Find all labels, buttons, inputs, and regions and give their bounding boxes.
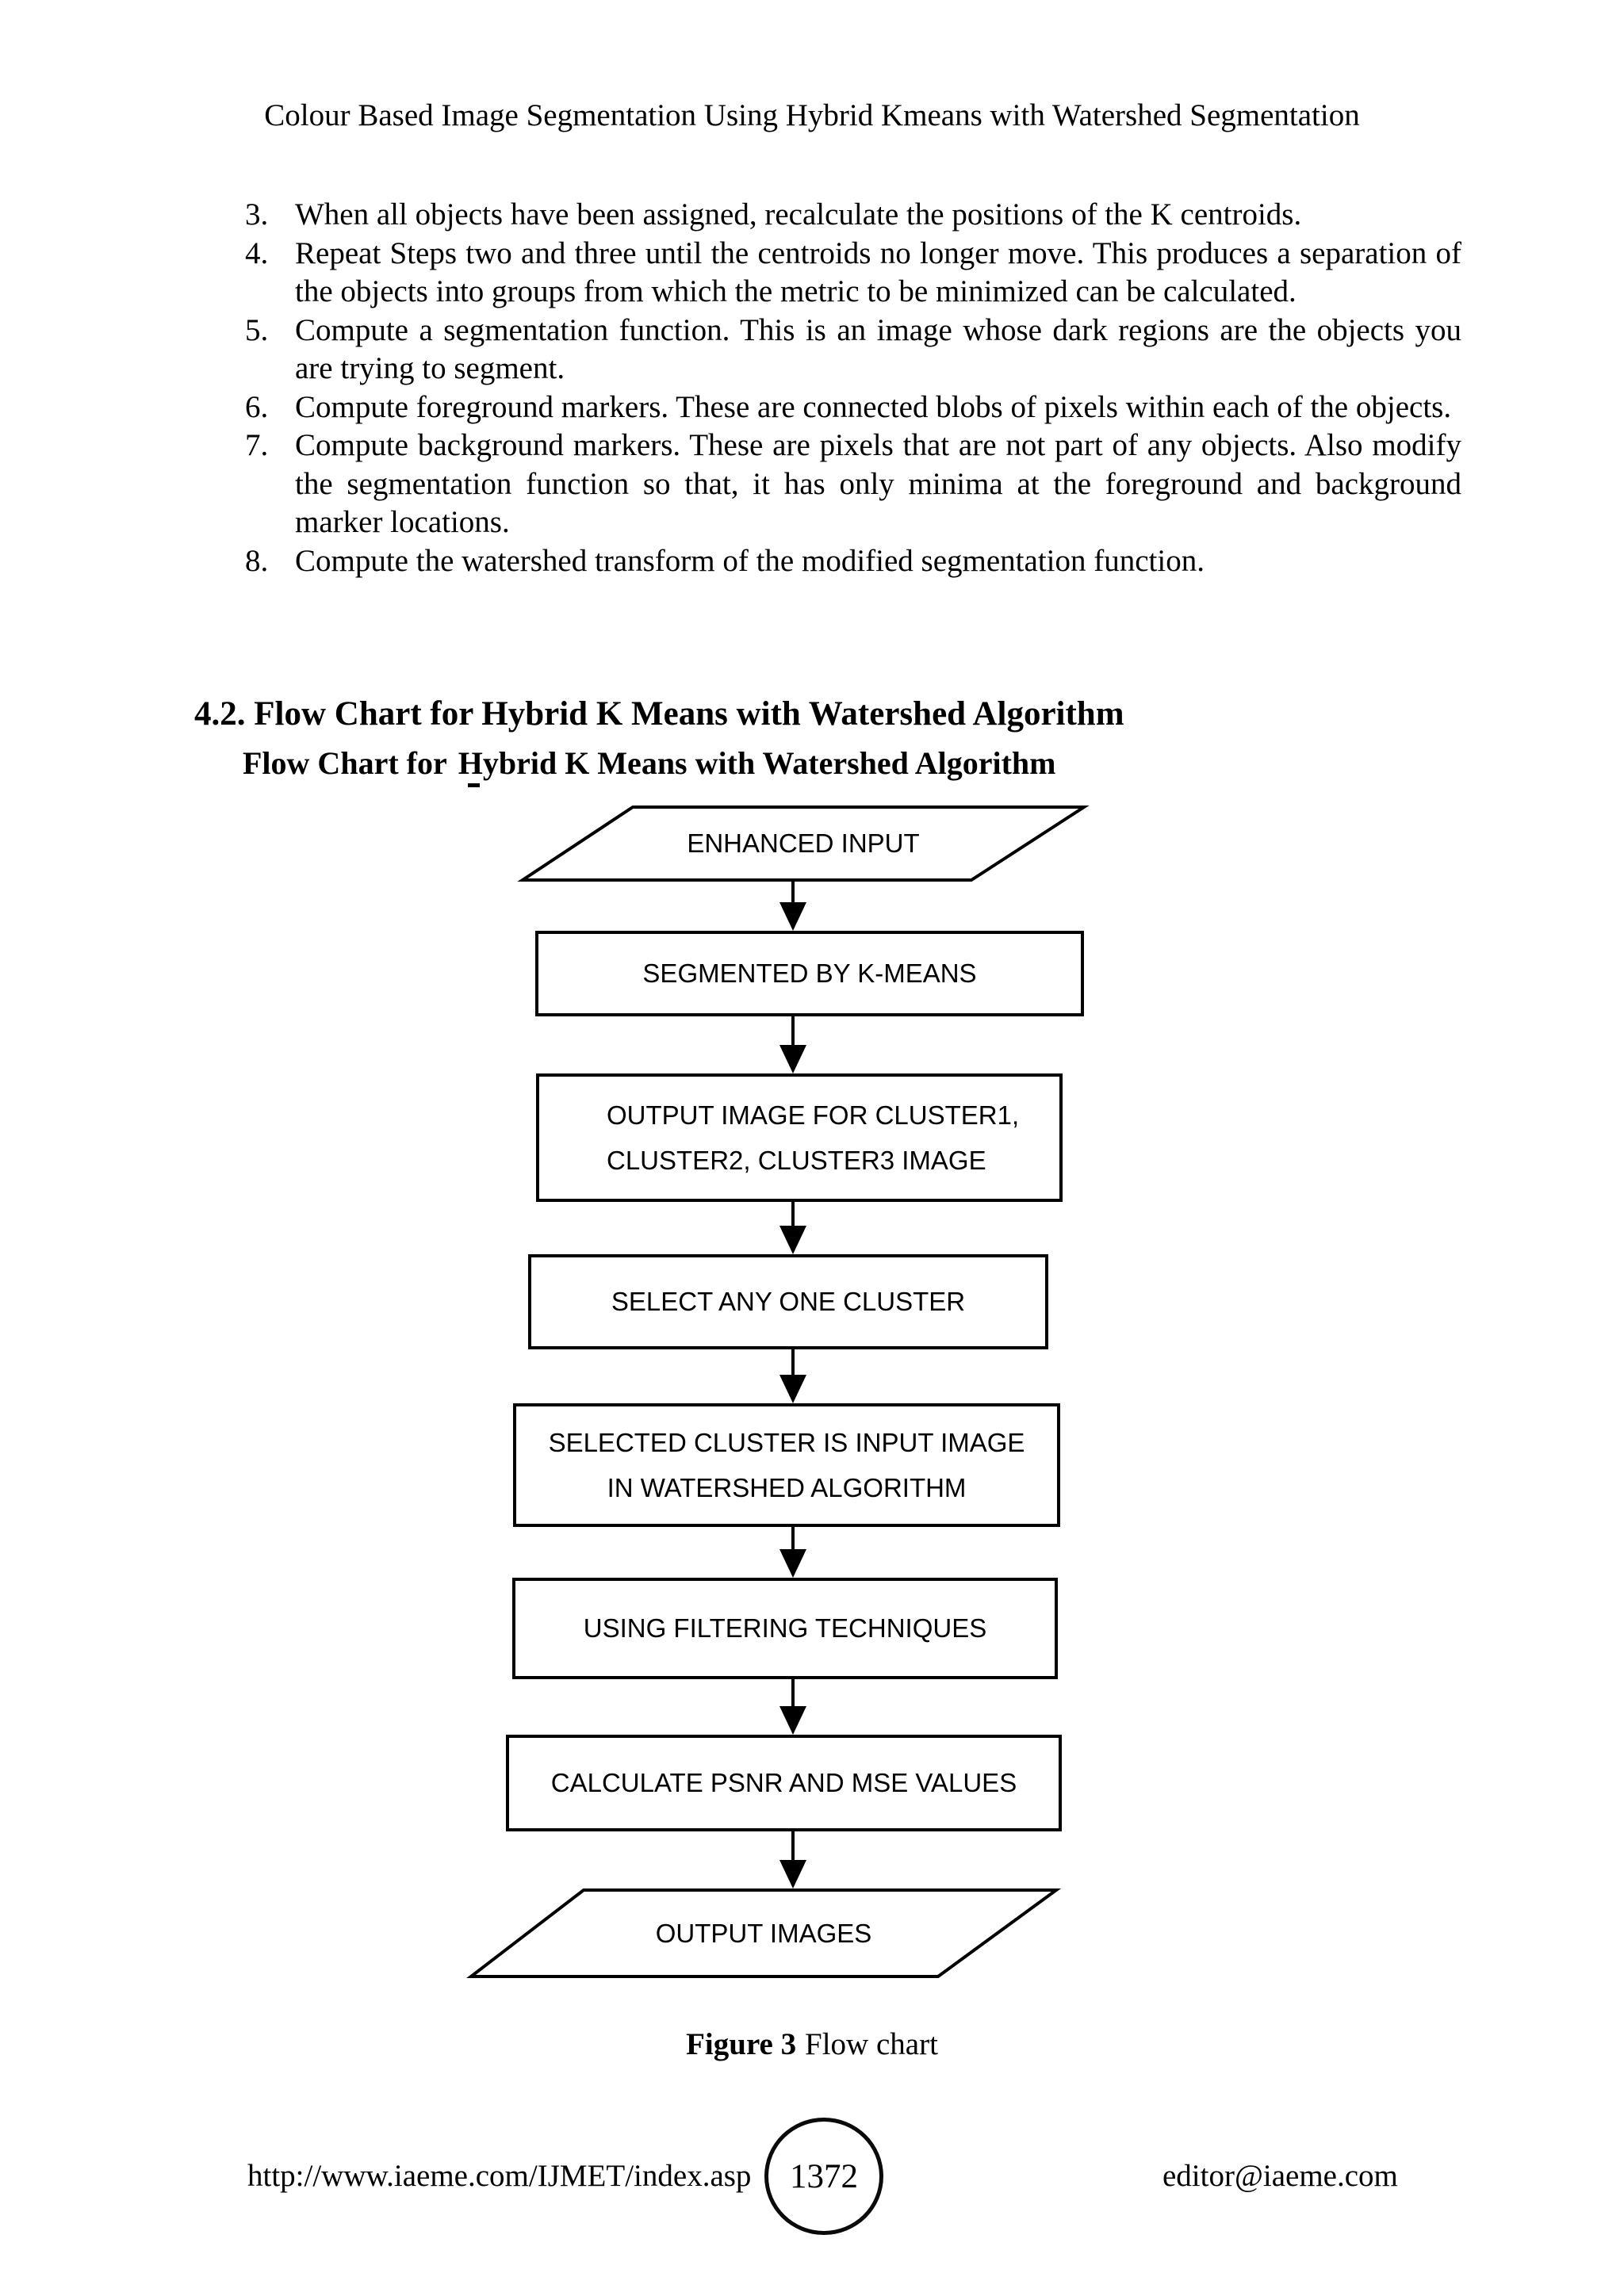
rect-selected-cluster-watershed [513, 1403, 1060, 1527]
list-item-number: 6. [245, 389, 269, 424]
flowchart-subtitle: Flow Chart for Hybrid K Means with Waters… [243, 744, 1056, 787]
flowchart-figure: ENHANCED INPUT SEGMENTED BY K-MEANS OUTP… [396, 793, 1189, 1982]
list-item-text: Compute foreground markers. These are co… [295, 389, 1452, 424]
list-item-text: Repeat Steps two and three until the cen… [295, 235, 1461, 309]
list-item: 6. Compute foreground markers. These are… [245, 388, 1461, 427]
list-item-number: 4. [245, 235, 269, 270]
node-select-any-one-cluster: SELECT ANY ONE CLUSTER [611, 1287, 966, 1316]
list-item-text: When all objects have been assigned, rec… [295, 197, 1302, 232]
list-item-number: 3. [245, 197, 269, 232]
subtitle-part1: Flow Chart for [243, 745, 447, 781]
flow-arrowhead-4 [779, 1375, 806, 1403]
rect-select-any-one-cluster [528, 1254, 1048, 1349]
node-selected-cluster-watershed: SELECTED CLUSTER IS INPUT IMAGE IN WATER… [515, 1405, 1059, 1525]
parallelogram-output-images [466, 1888, 1062, 1978]
flowchart-shapes [466, 806, 1090, 1978]
parallelogram-enhanced-input [517, 806, 1090, 882]
rect-using-filtering-techniques [512, 1578, 1058, 1679]
flow-arrowhead-1 [779, 902, 806, 931]
node-line: SELECTED CLUSTER IS INPUT IMAGE [548, 1428, 1025, 1457]
list-item: 7. Compute background markers. These are… [245, 427, 1461, 542]
numbered-list: 3. When all objects have been assigned, … [245, 196, 1461, 580]
running-title: Colour Based Image Segmentation Using Hy… [264, 98, 1360, 132]
flow-arrowhead-5 [779, 1549, 806, 1578]
rect-output-image-clusters [536, 1073, 1063, 1202]
list-item-number: 5. [245, 312, 269, 347]
list-item: 8. Compute the watershed transform of th… [245, 542, 1461, 581]
list-item-text: Compute background markers. These are pi… [295, 428, 1461, 539]
node-output-images: OUTPUT IMAGES [655, 1918, 872, 1948]
flow-arrowhead-2 [779, 1045, 806, 1073]
page-number: 1372 [790, 2157, 858, 2195]
list-item-number: 8. [245, 543, 269, 578]
rect-segmented-by-kmeans [535, 931, 1084, 1016]
flow-arrowhead-7 [779, 1860, 806, 1888]
node-line: IN WATERSHED ALGORITHM [607, 1473, 967, 1502]
subtitle-part2: Hybrid K Means with Watershed Algorithm [458, 745, 1056, 781]
footer-url: http://www.iaeme.com/IJMET/index.asp [247, 2159, 752, 2193]
list-item-number: 7. [245, 428, 269, 462]
page-number-badge: 1372 [764, 2118, 883, 2235]
node-calculate-psnr-mse: CALCULATE PSNR AND MSE VALUES [550, 1768, 1017, 1797]
figure-caption-text: Flow chart [805, 2027, 938, 2061]
rect-calculate-psnr-mse [506, 1735, 1062, 1831]
node-line: OUTPUT IMAGE FOR CLUSTER1, [607, 1100, 1020, 1130]
list-item-text: Compute a segmentation function. This is… [295, 312, 1461, 386]
section-heading: 4.2. Flow Chart for Hybrid K Means with … [194, 695, 1124, 733]
list-item: 4. Repeat Steps two and three until the … [245, 235, 1461, 312]
node-segmented-by-kmeans: SEGMENTED BY K-MEANS [642, 959, 977, 988]
list-item: 5. Compute a segmentation function. This… [245, 312, 1461, 388]
footer-email: editor@iaeme.com [1162, 2159, 1398, 2193]
flow-arrowhead-6 [779, 1706, 806, 1735]
flow-arrowhead-3 [779, 1226, 806, 1254]
node-enhanced-input: ENHANCED INPUT [687, 828, 920, 858]
list-item: 3. When all objects have been assigned, … [245, 196, 1461, 235]
node-using-filtering-techniques: USING FILTERING TECHNIQUES [583, 1613, 987, 1643]
list-item-text: Compute the watershed transform of the m… [295, 543, 1205, 578]
underlined-space-mark [468, 783, 480, 787]
node-line: CLUSTER2, CLUSTER3 IMAGE [607, 1146, 986, 1175]
figure-label: Figure 3 [686, 2027, 797, 2061]
node-output-image-clusters: OUTPUT IMAGE FOR CLUSTER1, CLUSTER2, CLU… [607, 1075, 1063, 1200]
